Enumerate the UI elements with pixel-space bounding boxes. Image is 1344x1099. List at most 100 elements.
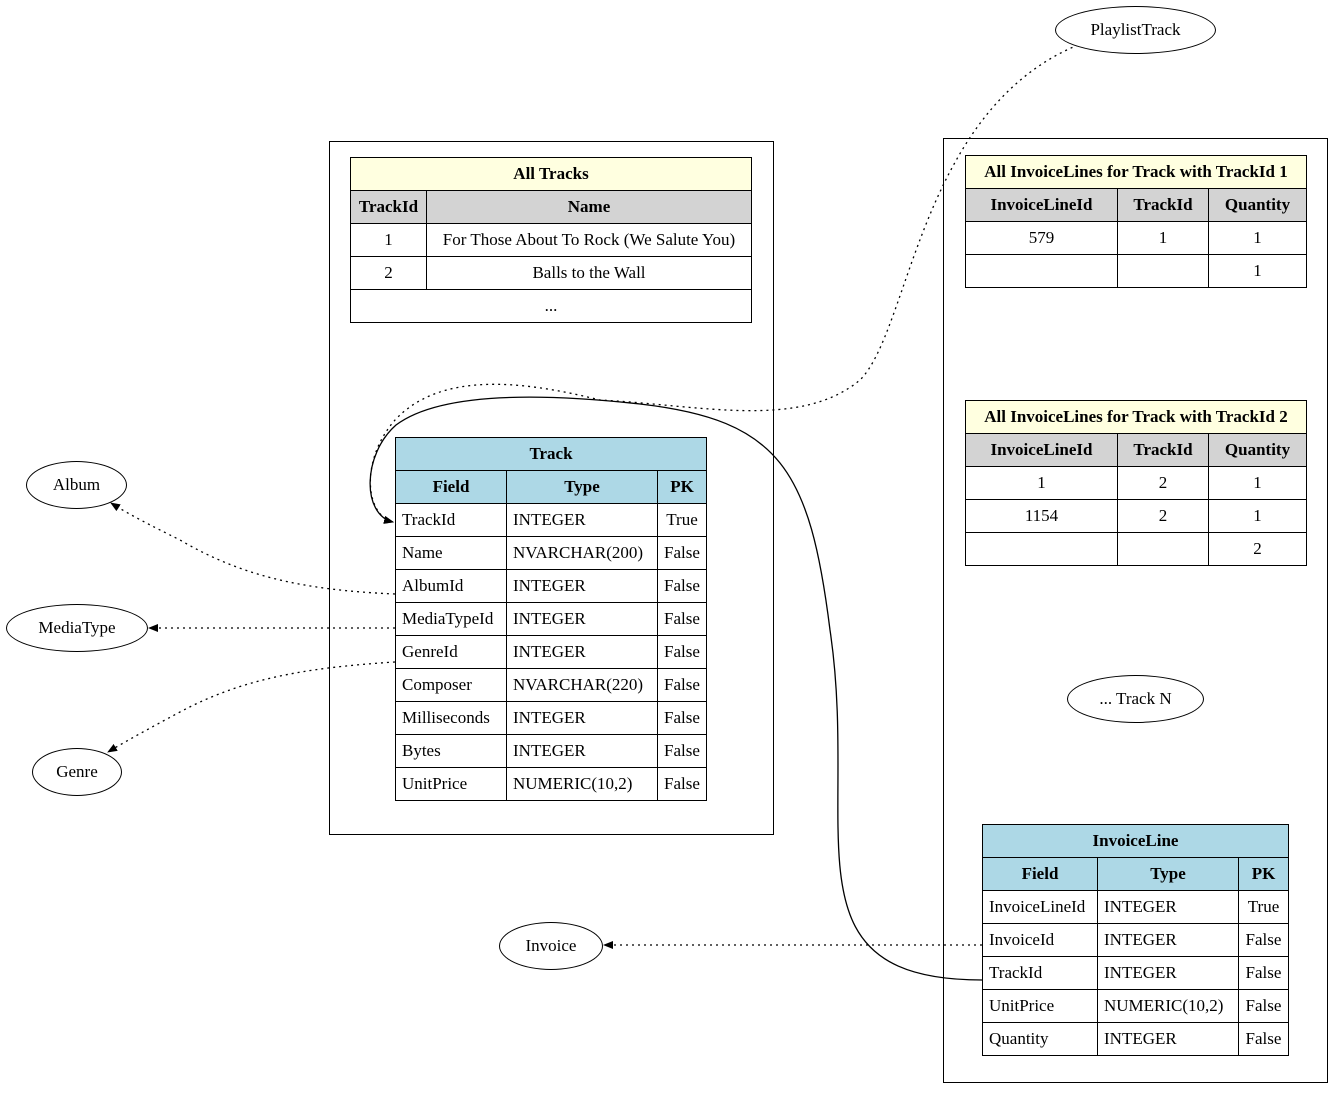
cell: False [1238, 989, 1289, 1023]
invoicelines-track1-header-quantity: Quantity [1208, 188, 1307, 222]
cell: 1 [1117, 221, 1209, 255]
cell: INTEGER [506, 569, 658, 603]
invoice-node: Invoice [499, 922, 603, 970]
invoicelines-track2-header-invoicelineid: InvoiceLineId [965, 433, 1118, 467]
cell: For Those About To Rock (We Salute You) [426, 223, 752, 257]
cell: TrackId [395, 503, 507, 537]
track-schema-header-pk: PK [657, 470, 707, 504]
invoiceline-schema-header-field: Field [982, 857, 1098, 891]
invoicelines-track1-table: All InvoiceLines for Track with TrackId … [965, 155, 1307, 288]
all-tracks-table: All Tracks TrackId Name 1 For Those Abou… [350, 157, 752, 323]
cell: False [657, 767, 707, 801]
cell: GenreId [395, 635, 507, 669]
cell: InvoiceId [982, 923, 1098, 957]
cell: INTEGER [506, 503, 658, 537]
all-tracks-header-trackid: TrackId [350, 190, 427, 224]
genre-label: Genre [56, 762, 98, 781]
cell: False [657, 734, 707, 768]
invoicelines-track2-table: All InvoiceLines for Track with TrackId … [965, 400, 1307, 566]
edge-albumid-album [110, 502, 396, 595]
table-row: 1 [965, 254, 1307, 288]
cell: INTEGER [1097, 956, 1239, 990]
cell: True [1238, 890, 1289, 924]
cell: UnitPrice [982, 989, 1098, 1023]
edge-genreid-genre [107, 661, 396, 753]
track-schema-header-type: Type [506, 470, 658, 504]
cell: False [1238, 923, 1289, 957]
album-node: Album [26, 461, 127, 509]
cell: INTEGER [506, 701, 658, 735]
cell: Quantity [982, 1022, 1098, 1056]
album-label: Album [52, 475, 101, 494]
all-tracks-header-name: Name [426, 190, 752, 224]
cell: 1 [965, 466, 1118, 500]
cell: 1154 [965, 499, 1118, 533]
cell: 1 [1208, 221, 1307, 255]
cell [1117, 532, 1209, 566]
playlisttrack-node: PlaylistTrack [1055, 6, 1216, 54]
invoicelines-track2-title: All InvoiceLines for Track with TrackId … [965, 400, 1307, 434]
cell: UnitPrice [395, 767, 507, 801]
cell: Balls to the Wall [426, 256, 752, 290]
edge-invoiceline-trackid [369, 396, 983, 981]
all-tracks-title: All Tracks [350, 157, 752, 191]
invoicelines-track1-header-invoicelineid: InvoiceLineId [965, 188, 1118, 222]
cell [965, 254, 1118, 288]
cell: False [657, 701, 707, 735]
cell: INTEGER [506, 734, 658, 768]
invoiceline-cluster [943, 138, 1328, 1083]
cell: 1 [350, 223, 427, 257]
cell: NVARCHAR(220) [506, 668, 658, 702]
cell: AlbumId [395, 569, 507, 603]
invoiceline-schema-header-type: Type [1097, 857, 1239, 891]
cell: False [657, 569, 707, 603]
edge-playlisttrack-trackid [369, 44, 1079, 524]
table-row: 2 Balls to the Wall [350, 256, 752, 290]
mediatype-node: MediaType [6, 604, 148, 652]
table-row: 2 [965, 532, 1307, 566]
cell [965, 532, 1118, 566]
cell: Bytes [395, 734, 507, 768]
track-cluster [329, 141, 774, 835]
cell: False [657, 536, 707, 570]
cell: TrackId [982, 956, 1098, 990]
cell: False [657, 668, 707, 702]
cell: False [657, 635, 707, 669]
cell: False [657, 602, 707, 636]
cell: Composer [395, 668, 507, 702]
cell: INTEGER [1097, 923, 1239, 957]
cell: INTEGER [506, 602, 658, 636]
cell: False [1238, 1022, 1289, 1056]
invoicelines-track1-header-trackid: TrackId [1117, 188, 1209, 222]
cell: InvoiceLineId [982, 890, 1098, 924]
invoice-label: Invoice [525, 936, 577, 955]
track-n-node: ... Track N [1067, 675, 1204, 723]
cell: 1 [1208, 466, 1307, 500]
mediatype-label: MediaType [38, 618, 116, 637]
cell: Name [395, 536, 507, 570]
invoicelines-track2-header-quantity: Quantity [1208, 433, 1307, 467]
cell: 579 [965, 221, 1118, 255]
cell: 1 [1208, 254, 1307, 288]
cell: NUMERIC(10,2) [1097, 989, 1239, 1023]
invoiceline-schema-title: InvoiceLine [982, 824, 1289, 858]
table-row: ... [350, 289, 752, 323]
cell: 2 [1117, 466, 1209, 500]
track-n-label: ... Track N [1099, 689, 1172, 708]
